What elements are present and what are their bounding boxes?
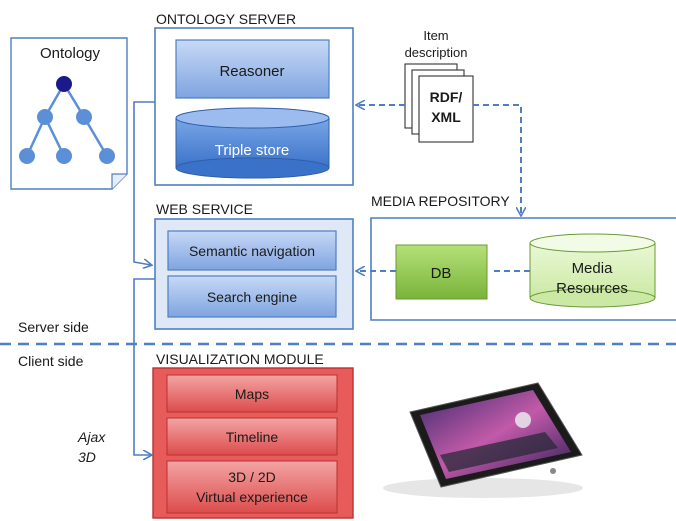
media-repository-title: MEDIA REPOSITORY — [371, 193, 510, 209]
experience-line2: Virtual experience — [196, 489, 308, 505]
web-service: WEB SERVICE Semantic navigation Search e… — [154, 201, 354, 330]
server-to-webservice-arrow — [133, 101, 155, 265]
client-side-label: Client side — [18, 353, 84, 369]
connectors — [133, 101, 530, 455]
media-resources-line2: Resources — [556, 280, 628, 297]
ontology-tree-icon — [19, 76, 115, 164]
tablet-icon — [383, 382, 583, 498]
maps-label: Maps — [235, 386, 269, 402]
item-label-line2: description — [405, 45, 468, 60]
ontology-title: Ontology — [40, 45, 101, 62]
rdf-to-media-arrow — [473, 104, 521, 215]
rdf-label-line1: RDF/ — [430, 89, 463, 105]
ontology-panel: Ontology — [10, 37, 128, 190]
reasoner-label: Reasoner — [219, 63, 284, 80]
item-label-line1: Item — [423, 28, 448, 43]
maps-box — [166, 374, 338, 413]
timeline-label: Timeline — [226, 429, 279, 445]
triple-store-cylinder — [175, 107, 330, 179]
webservice-to-visualization-arrow — [133, 278, 155, 455]
search-engine-box — [167, 275, 337, 318]
media-resources-cylinder — [529, 233, 656, 308]
virtual-experience-box — [166, 460, 338, 514]
semantic-navigation-label: Semantic navigation — [189, 243, 315, 259]
ajax-label: Ajax — [77, 429, 106, 445]
reasoner-box — [175, 39, 330, 99]
visualization-title: VISUALIZATION MODULE — [156, 351, 324, 367]
web-service-title: WEB SERVICE — [156, 201, 253, 217]
semantic-navigation-box — [167, 230, 337, 271]
triple-store-label: Triple store — [215, 142, 289, 159]
media-resources-line1: Media — [572, 260, 614, 277]
rdf-document-icon — [418, 75, 474, 143]
3d-label: 3D — [78, 449, 96, 465]
item-description: Item description RDF/ XML — [404, 28, 474, 143]
db-label: DB — [431, 265, 452, 282]
ontology-server-title: ONTOLOGY SERVER — [156, 11, 296, 27]
ontology-server: ONTOLOGY SERVER Reasoner Triple store — [154, 11, 354, 186]
experience-line1: 3D / 2D — [228, 469, 275, 485]
visualization-module: VISUALIZATION MODULE Maps Timeline 3D / … — [152, 351, 354, 519]
rdf-label-line2: XML — [431, 109, 461, 125]
media-repository: MEDIA REPOSITORY DB Media Resources — [370, 193, 676, 321]
db-box — [395, 244, 488, 300]
search-engine-label: Search engine — [207, 289, 298, 305]
server-side-label: Server side — [18, 319, 89, 335]
timeline-box — [166, 417, 338, 456]
